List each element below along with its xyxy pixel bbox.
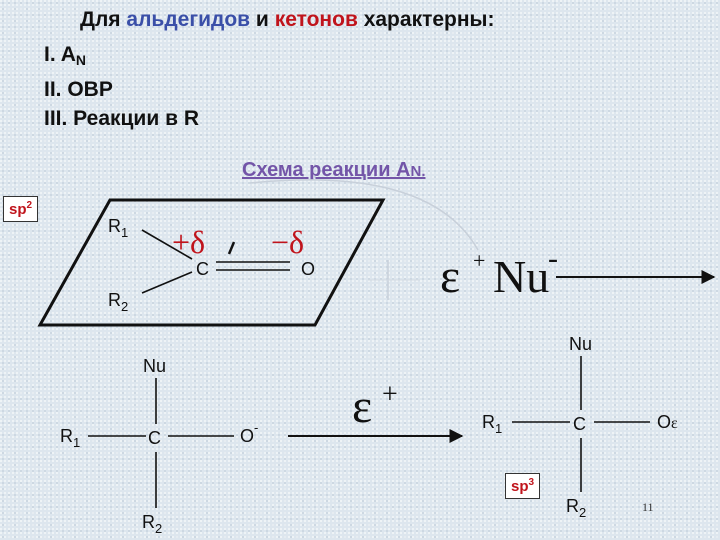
sp2-badge: sp2 bbox=[3, 196, 39, 222]
mid-nu-label: Nu bbox=[143, 356, 166, 376]
sp3-badge: sp3 bbox=[505, 473, 541, 499]
right-r1-label: R1 bbox=[482, 412, 502, 436]
reagent-nu-minus: - bbox=[548, 242, 558, 275]
list-item: II. ОВР bbox=[44, 78, 113, 101]
mid-oxygen-label: O- bbox=[240, 420, 258, 446]
mid-epsilon: ε bbox=[352, 380, 372, 433]
title-suffix: характерны: bbox=[363, 8, 495, 31]
top-oxygen-label: O bbox=[301, 259, 315, 279]
title-aldehydes: альдегидов bbox=[126, 8, 251, 31]
top-r1-bond bbox=[141, 229, 193, 260]
top-r2-label: R2 bbox=[108, 290, 128, 314]
top-r1-label: R1 bbox=[108, 216, 128, 240]
right-oxygen-label: Oε bbox=[657, 412, 678, 432]
title-ketones: кетонов bbox=[274, 8, 358, 31]
right-r2-label: R2 bbox=[566, 496, 586, 520]
title-prefix: Для bbox=[80, 8, 121, 31]
reagent-epsilon: ε bbox=[440, 250, 460, 303]
list-item: III. Реакции в R bbox=[44, 107, 199, 130]
minus-delta-label: −δ bbox=[271, 224, 304, 260]
mid-r2-label: R2 bbox=[142, 512, 162, 536]
reaction-type-list: I. AN II. ОВР III. Реакции в R bbox=[44, 40, 199, 133]
mid-epsilon-plus: + bbox=[382, 379, 398, 410]
reagent-nu: Nu bbox=[493, 251, 549, 302]
reagent-epsilon-plus: + bbox=[473, 248, 485, 273]
mid-carbon-label: C bbox=[148, 428, 161, 448]
page-number: 11 bbox=[642, 500, 654, 514]
scheme-title: Схема реакции AN. bbox=[242, 159, 426, 181]
delta-tick bbox=[227, 241, 236, 255]
top-r2-bond bbox=[141, 271, 193, 294]
top-carbon-label: C bbox=[196, 259, 209, 279]
right-carbon-label: C bbox=[573, 414, 586, 434]
mid-r1-label: R1 bbox=[60, 426, 80, 450]
list-item: I. AN bbox=[44, 43, 87, 68]
sp2-plane bbox=[37, 198, 386, 327]
slide-title: Для альдегидов и кетонов характерны: bbox=[80, 8, 494, 32]
right-nu-label: Nu bbox=[569, 334, 592, 354]
approach-arc bbox=[249, 179, 479, 251]
plus-delta-label: +δ bbox=[172, 224, 205, 260]
title-middle: и bbox=[255, 8, 269, 31]
